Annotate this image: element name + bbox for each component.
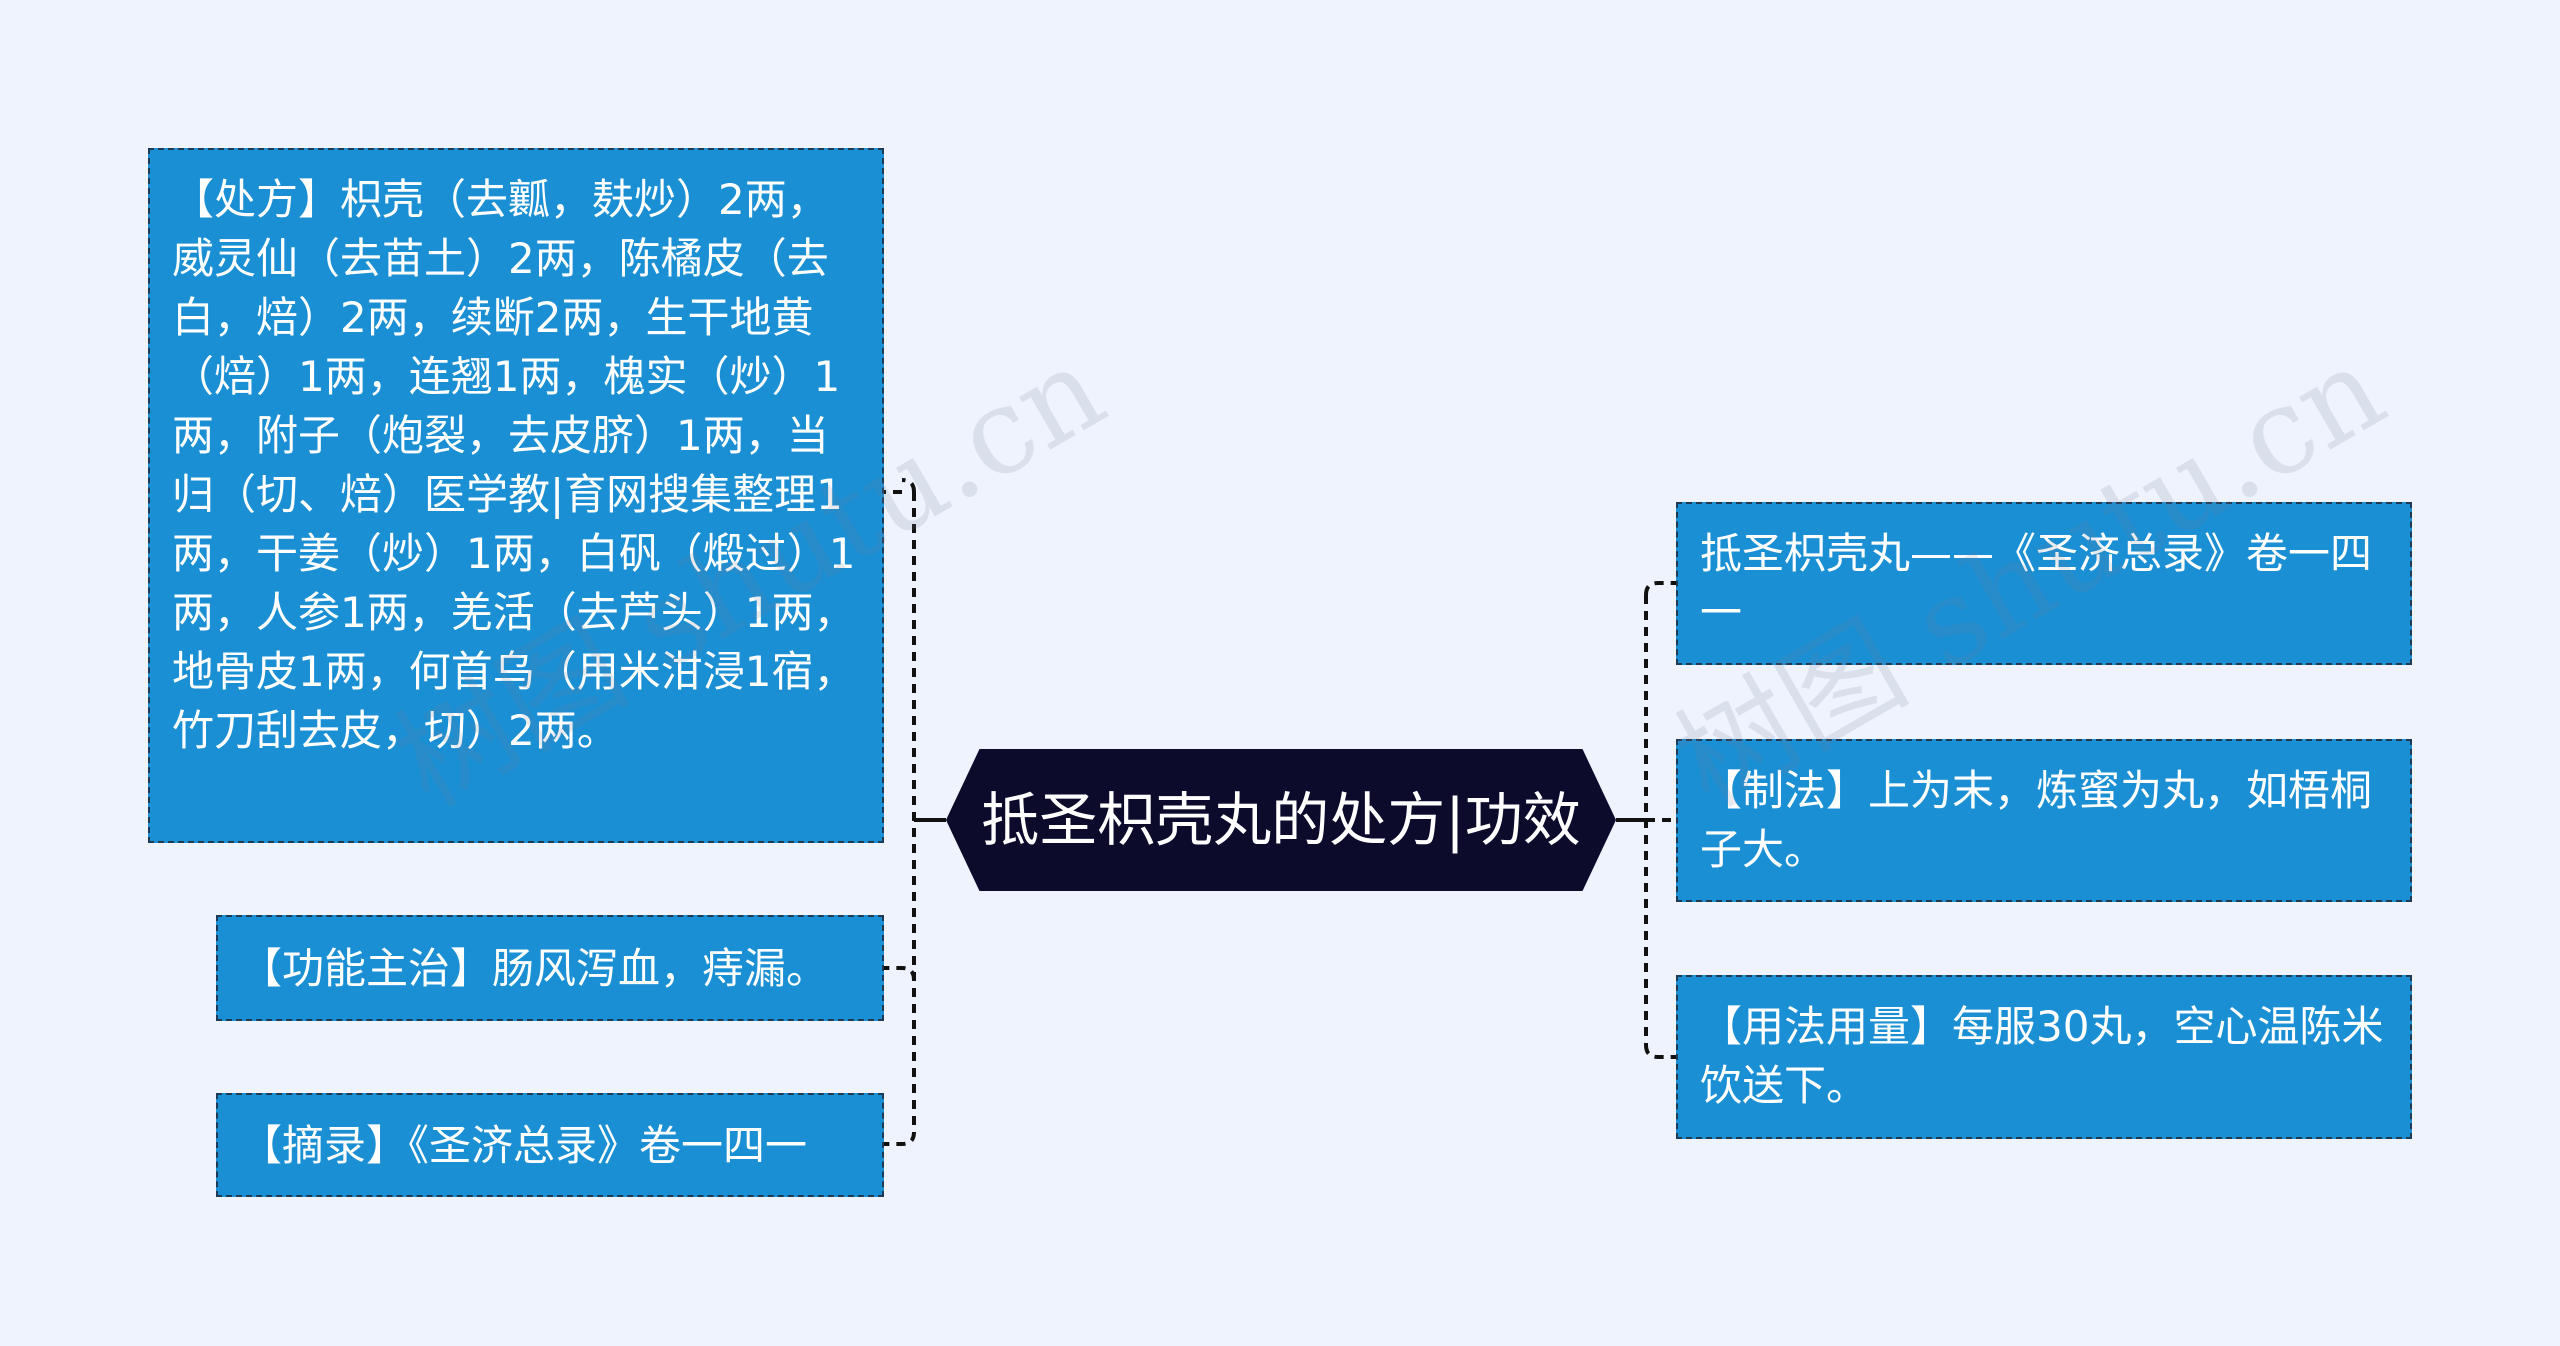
left-node-prescription-text: 【处方】枳壳（去瓤，麸炒）2两，威灵仙（去苗土）2两，陈橘皮（去白，焙）2两，续… <box>172 175 856 755</box>
left-node-excerpt[interactable]: 【摘录】《圣济总录》卷一四一 <box>216 1093 884 1197</box>
right-node-dosage-text: 【用法用量】每服30丸，空心温陈米饮送下。 <box>1700 1002 2384 1110</box>
left-node-excerpt-text: 【摘录】《圣济总录》卷一四一 <box>240 1120 808 1170</box>
connector-right-branch-1 <box>1644 581 1676 596</box>
right-node-source-text: 抵圣枳壳丸——《圣济总录》卷一四一 <box>1700 529 2373 637</box>
right-node-preparation-text: 【制法】上为末，炼蜜为丸，如梧桐子大。 <box>1700 766 2373 874</box>
center-topic[interactable]: 抵圣枳壳丸的处方|功效 <box>946 749 1616 891</box>
right-node-dosage[interactable]: 【用法用量】每服30丸，空心温陈米饮送下。 <box>1676 975 2412 1139</box>
connector-left-branch-3 <box>884 1131 916 1146</box>
right-node-source[interactable]: 抵圣枳壳丸——《圣济总录》卷一四一 <box>1676 502 2412 665</box>
left-node-prescription[interactable]: 【处方】枳壳（去瓤，麸炒）2两，威灵仙（去苗土）2两，陈橘皮（去白，焙）2两，续… <box>148 148 884 843</box>
connector-left-branch-2 <box>884 966 916 981</box>
connector-left-trunk <box>901 478 916 493</box>
right-node-preparation[interactable]: 【制法】上为末，炼蜜为丸，如梧桐子大。 <box>1676 739 2412 902</box>
left-node-indications[interactable]: 【功能主治】肠风泻血，痔漏。 <box>216 915 884 1021</box>
left-node-indications-text: 【功能主治】肠风泻血，痔漏。 <box>240 943 829 993</box>
connector-right-branch-3 <box>1644 1044 1676 1059</box>
center-topic-title: 抵圣枳壳丸的处方|功效 <box>981 786 1581 854</box>
